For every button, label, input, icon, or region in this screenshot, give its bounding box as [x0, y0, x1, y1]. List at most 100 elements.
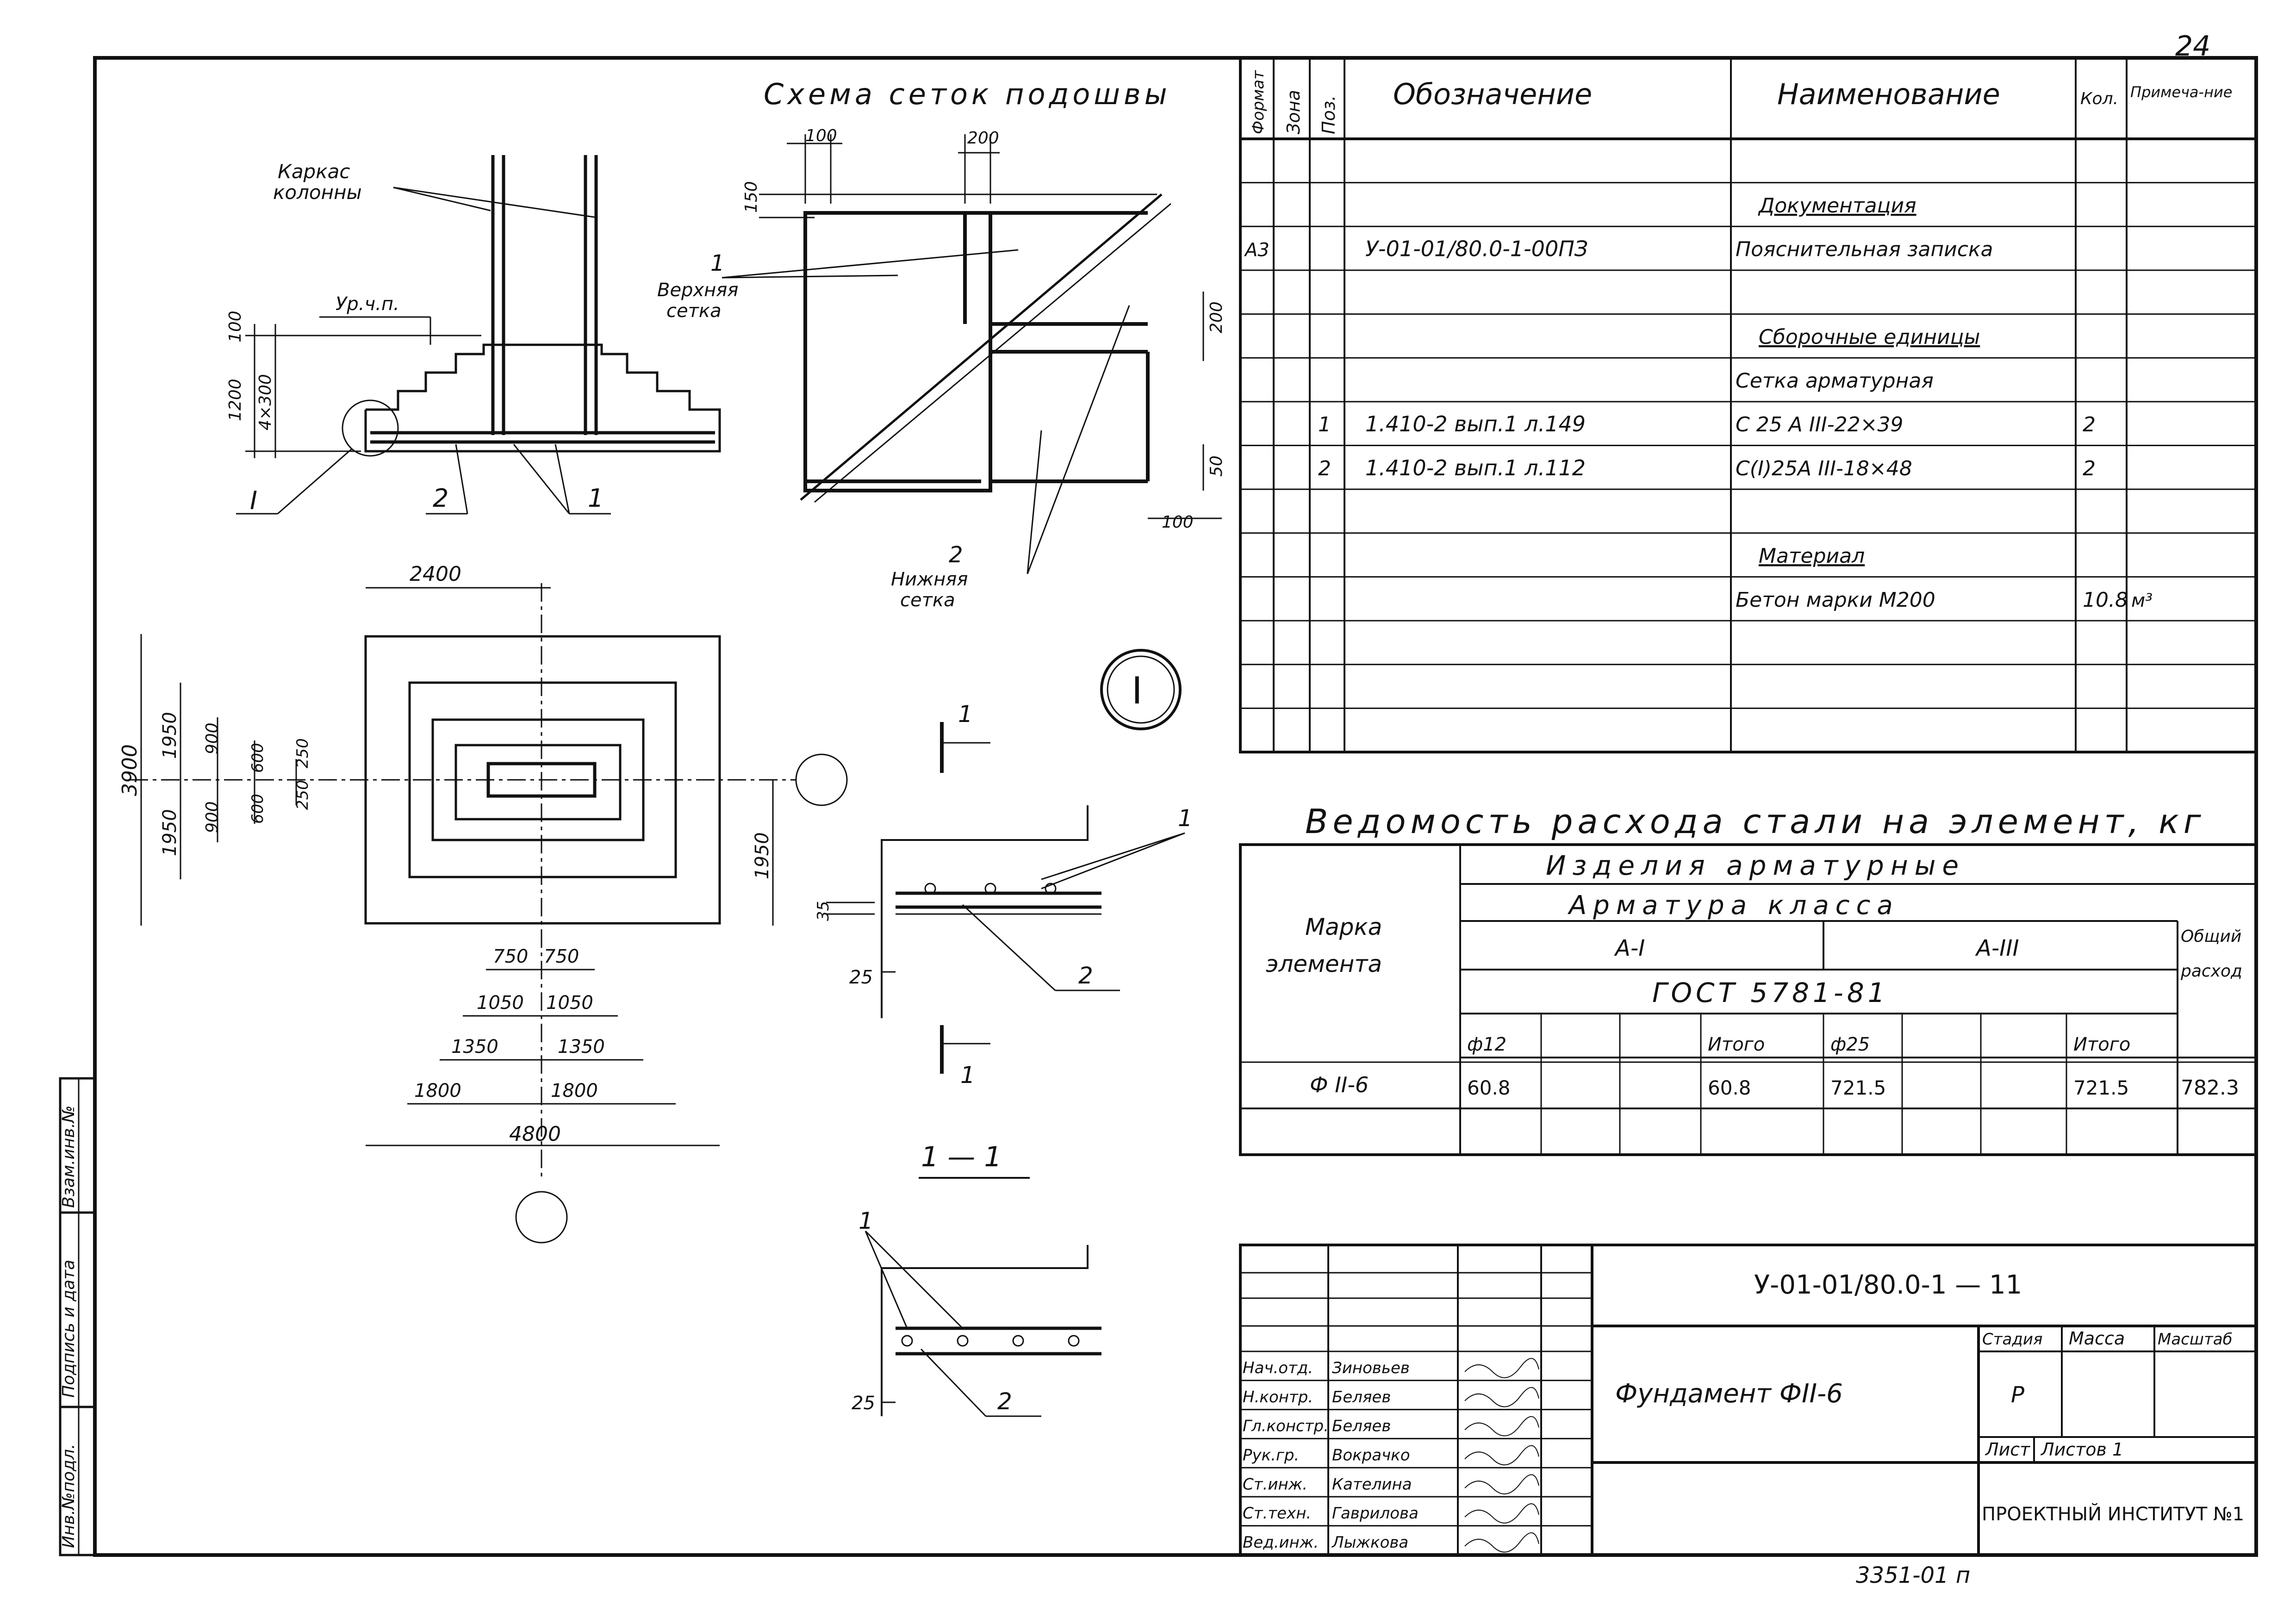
axis-circle-right	[795, 753, 848, 806]
dim-1200: 1200	[226, 379, 245, 421]
title-block: У-01-01/80.0-1 — 11 Фундамент ФII-6 Стад…	[1239, 1244, 2258, 1556]
section-dim-25: 25	[852, 1393, 875, 1414]
steel-h-a1: А-I	[1614, 935, 1645, 961]
dim-900-t: 900	[203, 722, 222, 754]
signature	[1464, 1358, 1539, 1378]
spec-cell-name: Бетон марки М200	[1736, 588, 1935, 612]
spec-h-zone: Зона	[1283, 90, 1304, 134]
dim-3900: 3900	[118, 744, 142, 796]
tb-sheet-h: Лист	[1985, 1439, 2031, 1460]
mesh-dim-200v: 200	[1207, 301, 1226, 333]
tb-role: Нач.отд.	[1243, 1359, 1313, 1377]
spec-cell-name: Сетка арматурная	[1736, 369, 1934, 393]
dim-2400: 2400	[410, 562, 461, 586]
mesh-dim-100: 100	[805, 126, 837, 145]
detail-label-1: 1	[1178, 805, 1193, 832]
steel-cell: 721.5	[2073, 1076, 2129, 1099]
detail-I-label: I	[1132, 669, 1143, 712]
stamp-sign-date: Подпись и дата	[59, 1260, 78, 1398]
spec-cell-name: Материал	[1759, 544, 1865, 568]
spec-h-designation: Обозначение	[1393, 77, 1592, 111]
top-mesh-num: 1	[710, 250, 725, 276]
label-1: 1	[588, 484, 604, 513]
steel-row-mark: Ф II-6	[1310, 1072, 1369, 1097]
label-2: 2	[433, 484, 448, 513]
signature	[1464, 1474, 1539, 1494]
dim-1350-r: 1350	[558, 1036, 605, 1058]
section-label-1: 1	[859, 1207, 873, 1234]
top-mesh-2: сетка	[666, 300, 722, 322]
detail-dim-35: 35	[814, 901, 833, 921]
steel-h-a3: А-III	[1975, 935, 2019, 961]
dim-1350-l: 1350	[451, 1036, 498, 1058]
section-title: 1 — 1	[921, 1141, 1002, 1173]
steel-cell: 60.8	[1467, 1076, 1511, 1099]
detail-circle	[342, 399, 399, 457]
foundation-plan: I 2400 3900 1950 1950 900 900 600 600 25…	[118, 562, 1182, 1244]
spec-cell-name: С(I)25А III-18×48	[1736, 457, 1912, 480]
dim-250-t: 250	[293, 738, 312, 768]
detail-I-circle-inner	[1107, 655, 1175, 724]
spec-h-format: Формат	[1249, 70, 1268, 134]
spec-cell-name: Пояснительная записка	[1736, 238, 1993, 261]
tb-stage: Р	[2011, 1382, 2024, 1408]
tb-role: Рук.гр.	[1243, 1446, 1299, 1465]
spec-h-pos: Поз.	[1319, 95, 1339, 134]
sec-mark-1b: 1	[960, 1062, 975, 1089]
dim-4x300: 4×300	[256, 374, 275, 430]
dim-1050-l: 1050	[477, 992, 524, 1014]
steel-h-gost: ГОСТ 5781-81	[1652, 977, 1889, 1008]
steel-h-mark-1: Марка	[1305, 914, 1382, 940]
signature	[1464, 1503, 1539, 1524]
top-mesh-1: Верхняя	[657, 280, 738, 301]
section-label-2: 2	[997, 1388, 1012, 1415]
tb-role: Н.контр.	[1243, 1388, 1313, 1406]
tb-person-name: Беляев	[1332, 1417, 1391, 1436]
stamp-inv-sub: Инв.№подл.	[59, 1444, 78, 1548]
spec-h-qty: Кол.	[2080, 89, 2118, 108]
dim-600-t: 600	[249, 743, 267, 773]
tb-mass-h: Масса	[2069, 1328, 2125, 1349]
detail-I: 1 1 2 35 25 1	[814, 701, 1193, 1089]
spec-cell-name: Сборочные единицы	[1759, 325, 1980, 349]
tb-org: ПРОЕКТНЫЙ ИНСТИТУТ №1	[1982, 1503, 2244, 1525]
dim-100: 100	[226, 311, 245, 342]
tb-person-name: Гаврилова	[1332, 1504, 1419, 1523]
detail-dim-25: 25	[849, 967, 873, 988]
dim-750-r: 750	[544, 946, 579, 967]
steel-h-total-1: Общий	[2181, 927, 2241, 946]
steel-h-armatura: Арматура класса	[1568, 890, 1899, 921]
axis-circle-bottom	[515, 1191, 568, 1244]
spec-cell-designation: У-01-01/80.0-1-00ПЗ	[1365, 236, 1588, 261]
mesh-dim-200: 200	[967, 129, 999, 148]
side-stamp: Взам.инв.№ Подпись и дата Инв.№подл.	[59, 1077, 96, 1556]
tb-stage-h: Стадия	[1982, 1330, 2042, 1349]
signature	[1464, 1387, 1539, 1407]
steel-h-products: Изделия арматурные	[1546, 850, 1965, 881]
spec-h-note: Примеча-ние	[2130, 83, 2232, 101]
mesh-dim-50: 50	[1207, 455, 1226, 477]
dim-1050-r: 1050	[546, 992, 593, 1014]
dim-1950-l2: 1950	[159, 809, 180, 856]
sec-mark-1a: 1	[958, 701, 973, 728]
tb-person-name: Беляев	[1332, 1388, 1391, 1406]
label-I: I	[250, 486, 257, 515]
signature	[1464, 1445, 1539, 1466]
spec-cell-designation: 1.410-2 вып.1 л.149	[1365, 411, 1586, 436]
tb-role: Вед.инж.	[1243, 1533, 1319, 1552]
foundation-section: Каркас колонны Ур.ч.п. 100 1200 4×300 I …	[226, 155, 721, 515]
steel-sub-header: Итого	[2073, 1034, 2130, 1055]
mesh-dim-100b: 100	[1162, 513, 1194, 532]
mesh-scheme-title: Схема сеток подошвы	[764, 77, 1171, 111]
stamp-vzam: Взам.инв.№	[59, 1105, 78, 1208]
spec-h-name: Наименование	[1777, 77, 2000, 111]
steel-title: Ведомость расхода стали на элемент, кг	[1305, 802, 2206, 841]
mesh-dim-150: 150	[742, 181, 761, 213]
spec-cell-name: Документация	[1758, 194, 1916, 218]
mesh-scheme: Схема сеток подошвы 100 200 150	[657, 77, 1226, 611]
detail-label-2: 2	[1078, 962, 1093, 989]
tb-person-name: Зиновьев	[1332, 1359, 1410, 1377]
tb-name: Фундамент ФII-6	[1615, 1379, 1843, 1409]
tb-role: Ст.техн.	[1243, 1504, 1311, 1523]
